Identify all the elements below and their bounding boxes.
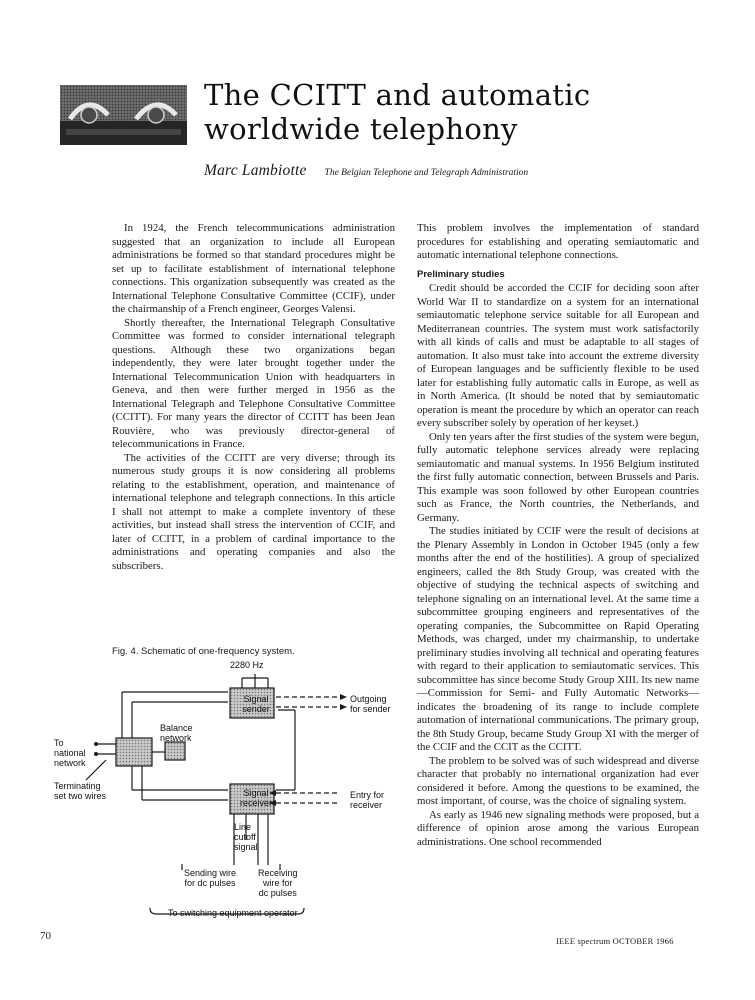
hybrid-box bbox=[115, 737, 153, 767]
header-photo bbox=[60, 85, 187, 145]
section-heading: Preliminary studies bbox=[417, 268, 505, 280]
right-column: This problem involves the implementation… bbox=[417, 222, 699, 849]
page-number: 70 bbox=[40, 930, 51, 942]
body-paragraph: This problem involves the implementation… bbox=[417, 222, 699, 261]
body-paragraph: Credit should be accorded the CCIF for d… bbox=[417, 282, 699, 429]
body-paragraph: Shortly thereafter, the International Te… bbox=[112, 316, 395, 451]
balance-network-box bbox=[164, 741, 186, 761]
signal-receiver-box bbox=[229, 783, 275, 815]
left-column: In 1924, the French telecommunications a… bbox=[112, 222, 395, 573]
body-paragraph: Only ten years after the first studies o… bbox=[417, 430, 699, 524]
body-paragraph: The problem to be solved was of such wid… bbox=[417, 754, 699, 808]
frequency-label: 2280 Hz bbox=[230, 660, 264, 670]
author-affiliation: The Belgian Telephone and Telegraph Admi… bbox=[324, 168, 529, 178]
journal-footer: IEEE spectrum OCTOBER 1966 bbox=[556, 936, 674, 946]
figure-caption: Fig. 4. Schematic of one-frequency syste… bbox=[112, 646, 295, 657]
author-name: Marc Lambiotte bbox=[204, 162, 307, 179]
body-paragraph: The activities of the CCITT are very div… bbox=[112, 451, 395, 572]
body-paragraph: In 1924, the French telecommunications a… bbox=[112, 222, 395, 315]
article-title: The CCITT and automatic worldwide teleph… bbox=[204, 78, 591, 146]
schematic-diagram bbox=[85, 674, 347, 915]
body-paragraph: As early as 1946 new signaling methods w… bbox=[417, 808, 699, 848]
byline: Marc Lambiotte The Belgian Telephone and… bbox=[204, 162, 724, 180]
switching-equipment-label: To switching equipment operator bbox=[168, 908, 298, 918]
body-paragraph: The studies initiated by CCIF were the r… bbox=[417, 525, 699, 753]
signal-sender-box bbox=[229, 687, 275, 719]
figure: Fig. 4. Schematic of one-frequency syste… bbox=[50, 640, 405, 925]
